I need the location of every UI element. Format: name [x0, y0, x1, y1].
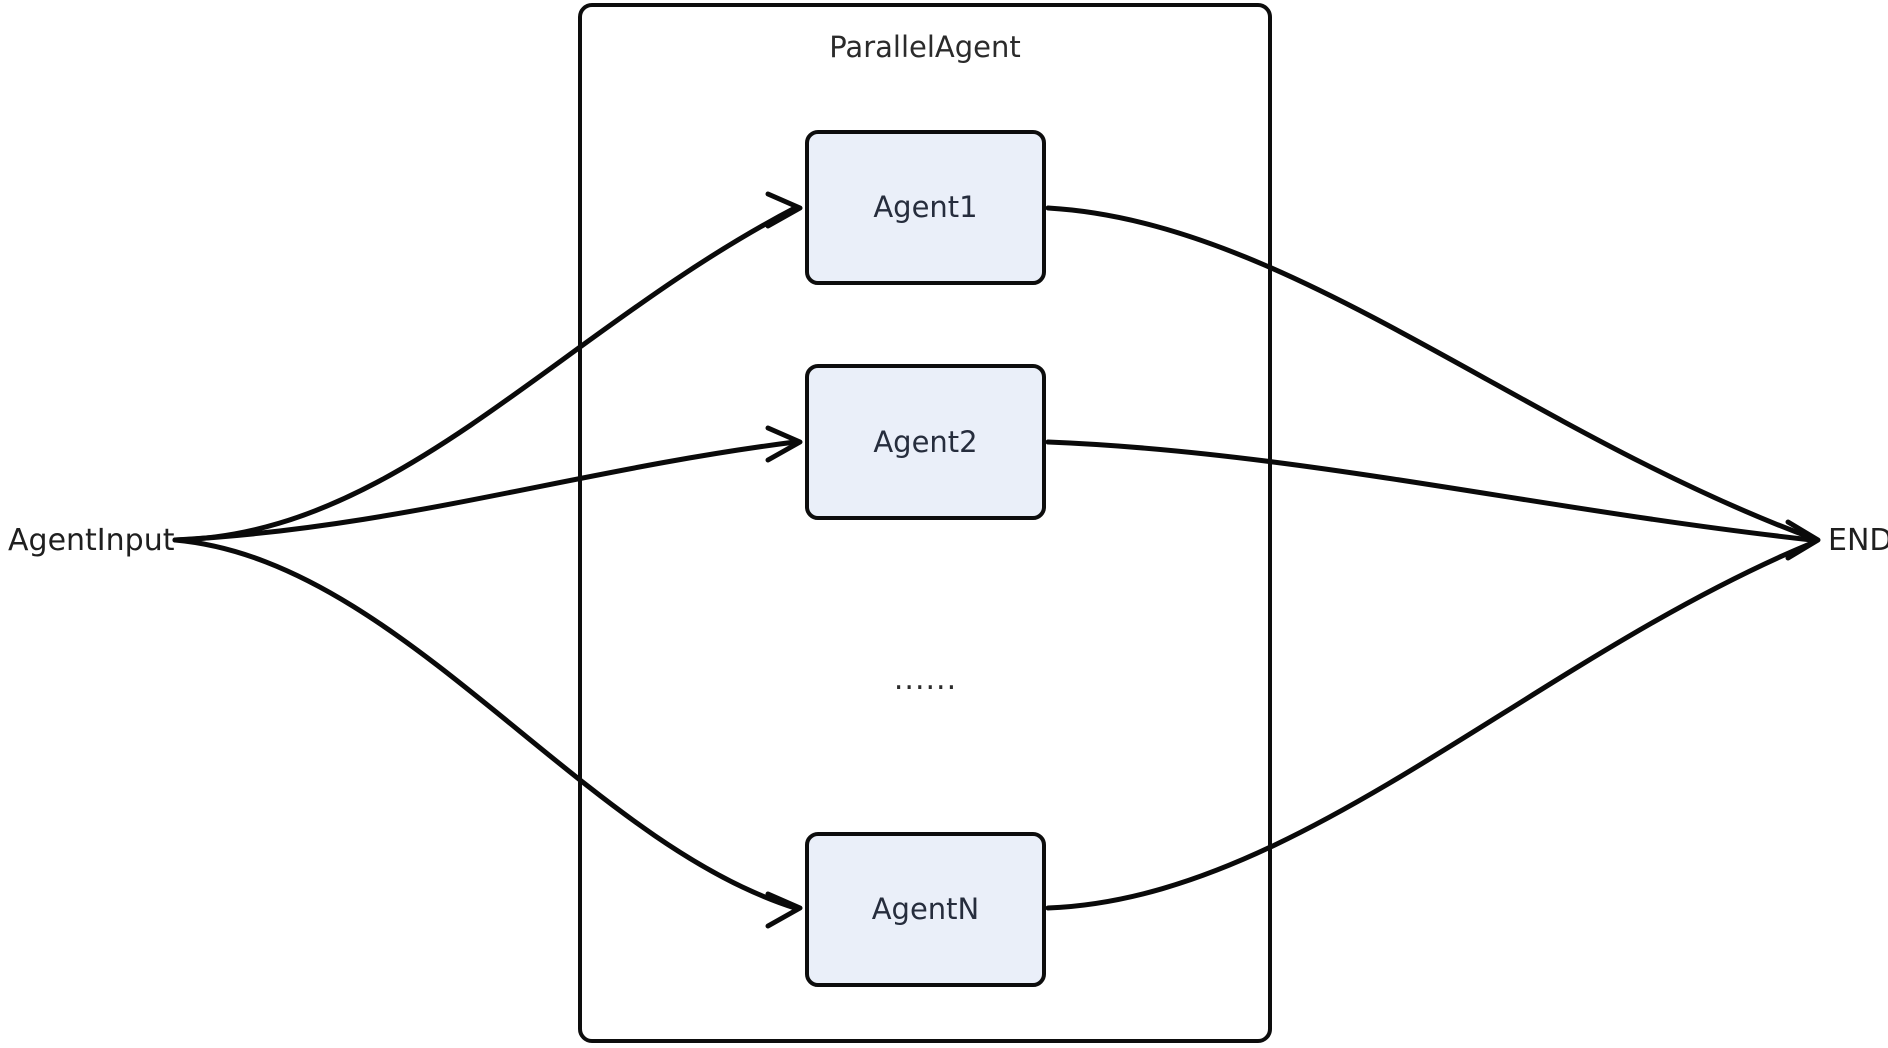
edge-input-to-agent2 [172, 425, 803, 543]
parallel-agent-group [578, 3, 1272, 1043]
end-label: END [1828, 523, 1888, 558]
parallel-agent-group-title: ParallelAgent [829, 30, 1021, 64]
ellipsis-indicator: ...... [893, 662, 958, 697]
edge-agentn-to-end [1045, 540, 1815, 911]
agent-node-agentn-label: AgentN [871, 892, 980, 926]
edge-input-to-agentn [172, 537, 803, 929]
edge-input-to-agent1 [172, 191, 803, 543]
edge-agent1-to-end [1045, 205, 1815, 541]
agent-input-label: AgentInput [8, 523, 175, 558]
agent-node-agent1-label: Agent1 [873, 190, 978, 224]
agent-node-agentn[interactable]: AgentN [805, 832, 1046, 987]
agent-node-agent2-label: Agent2 [873, 424, 978, 459]
agent-node-agent1[interactable]: Agent1 [805, 130, 1046, 285]
arrowhead-end [1785, 519, 1821, 561]
agent-node-agent2[interactable]: Agent2 [805, 364, 1046, 520]
edge-agent2-to-end [1045, 439, 1815, 543]
